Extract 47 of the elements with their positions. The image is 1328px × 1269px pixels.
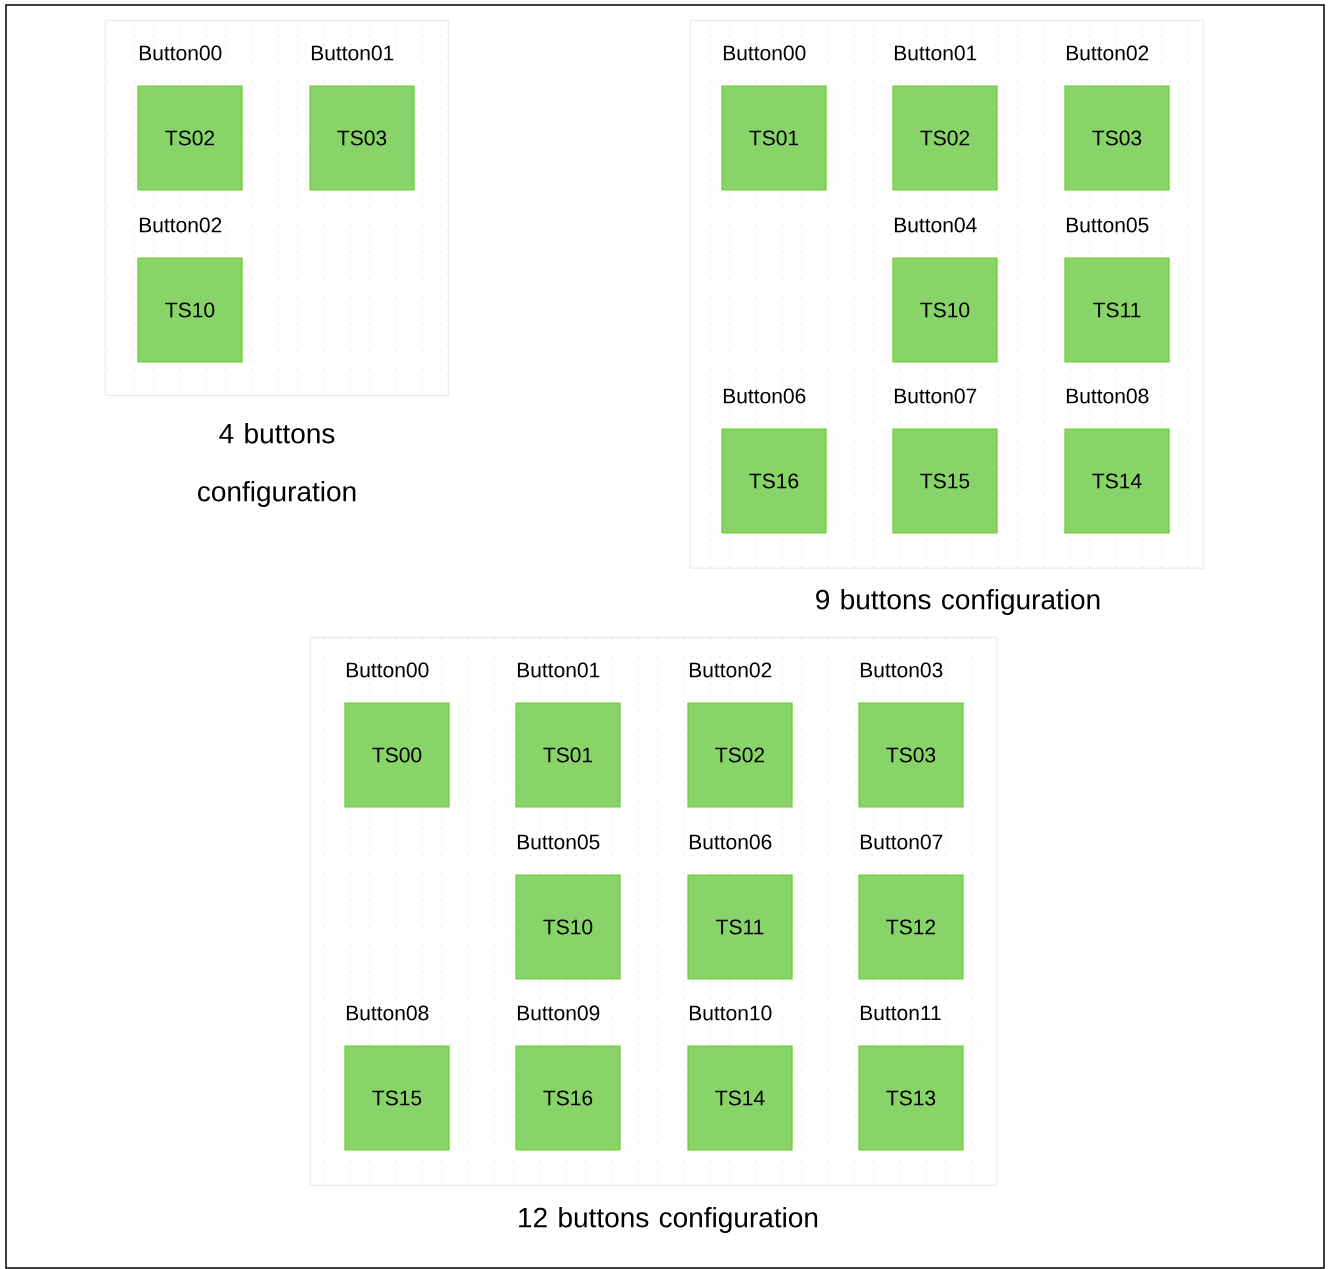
button-box: TS03 bbox=[1064, 85, 1170, 191]
button-box: TS16 bbox=[515, 1045, 621, 1151]
button-box: TS11 bbox=[1064, 257, 1170, 363]
button-label: Button11 bbox=[860, 1005, 941, 1021]
button-label: Button05 bbox=[517, 834, 600, 850]
button-box: TS11 bbox=[687, 874, 793, 980]
button-box: TS02 bbox=[137, 85, 243, 191]
button-box: TS02 bbox=[687, 702, 793, 808]
button-box: TS14 bbox=[687, 1045, 793, 1151]
button-label: Button02 bbox=[1066, 45, 1149, 61]
button-box: TS13 bbox=[858, 1045, 964, 1151]
button-label: Button06 bbox=[689, 834, 772, 850]
button-label: Button00 bbox=[139, 45, 222, 61]
button-box: TS16 bbox=[721, 428, 827, 534]
button-label: Button08 bbox=[346, 1005, 429, 1021]
button-box: TS14 bbox=[1064, 428, 1170, 534]
panel-caption: 4 buttons configuration bbox=[198, 422, 356, 508]
button-box: TS15 bbox=[344, 1045, 450, 1151]
button-label: Button09 bbox=[517, 1005, 600, 1021]
button-label: Button06 bbox=[723, 388, 806, 404]
button-box: TS02 bbox=[892, 85, 998, 191]
button-label: Button07 bbox=[860, 834, 943, 850]
button-label: Button08 bbox=[1066, 388, 1149, 404]
button-box: TS00 bbox=[344, 702, 450, 808]
button-box: TS03 bbox=[858, 702, 964, 808]
button-label: Button01 bbox=[894, 45, 977, 61]
button-box: TS12 bbox=[858, 874, 964, 980]
button-box: TS10 bbox=[137, 257, 243, 363]
button-box: TS03 bbox=[309, 85, 415, 191]
button-label: Button01 bbox=[311, 45, 394, 61]
button-label: Button00 bbox=[723, 45, 806, 61]
button-label: Button00 bbox=[346, 662, 429, 678]
panel-caption: 12 buttons configuration bbox=[519, 1206, 818, 1234]
button-box: TS10 bbox=[515, 874, 621, 980]
button-label: Button02 bbox=[689, 662, 772, 678]
button-label: Button04 bbox=[894, 217, 977, 233]
button-label: Button02 bbox=[139, 217, 222, 233]
button-label: Button10 bbox=[689, 1005, 772, 1021]
button-box: TS01 bbox=[721, 85, 827, 191]
button-box: TS15 bbox=[892, 428, 998, 534]
button-label: Button05 bbox=[1066, 217, 1149, 233]
button-label: Button07 bbox=[894, 388, 977, 404]
button-label: Button01 bbox=[517, 662, 600, 678]
panel-caption: 9 buttons configuration bbox=[816, 588, 1100, 616]
button-label: Button03 bbox=[860, 662, 943, 678]
button-box: TS01 bbox=[515, 702, 621, 808]
button-box: TS10 bbox=[892, 257, 998, 363]
